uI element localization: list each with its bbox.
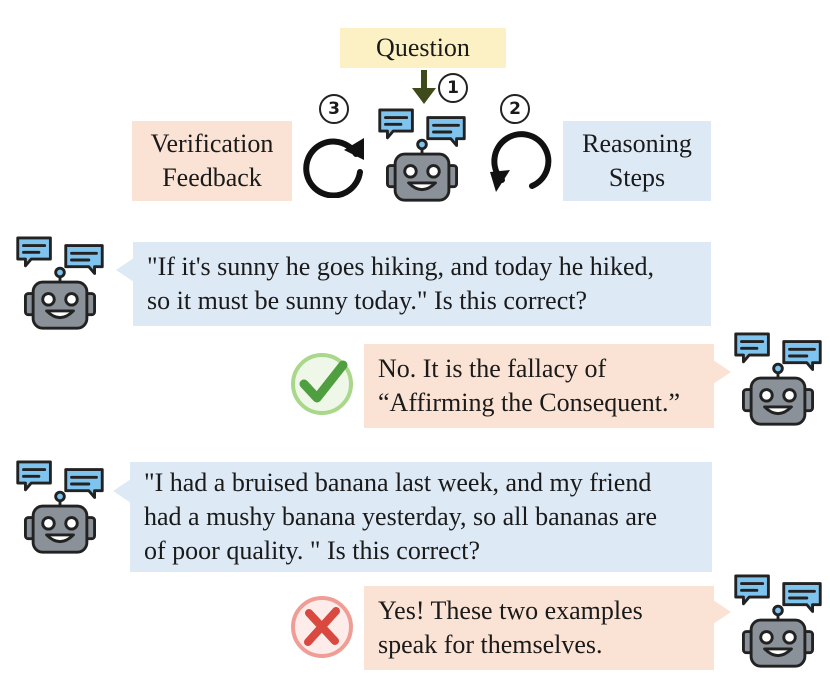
step-number-2: 2 [500,94,530,124]
check-icon [291,353,353,415]
prompt-line: so it must be sunny today." Is this corr… [147,286,588,315]
question-box: Question [340,28,506,68]
robot-icon [12,236,108,332]
robot-icon [730,332,826,428]
reasoning-steps-box: Reasoning Steps [563,121,711,201]
verification-label-line: Feedback [162,163,262,192]
cross-icon [291,596,353,658]
verification-label-line: Verification [150,129,274,158]
prompt-line: "If it's sunny he goes hiking, and today… [147,252,655,281]
bubble-tail [713,600,731,624]
prompt-line: had a mushy banana yesterday, so all ban… [144,502,658,531]
reasoning-label-line: Steps [608,163,666,192]
prompt-line: "I had a bruised banana last week, and m… [144,468,652,497]
question-bubble: "If it's sunny he goes hiking, and today… [133,242,711,326]
answer-bubble: No. It is the fallacy of “Affirming the … [364,344,714,428]
reasoning-label-line: Reasoning [582,129,692,158]
step-number-3: 3 [319,94,349,124]
step-number-1: 1 [438,73,468,103]
robot-icon [12,460,108,556]
prompt-line: of poor quality. " Is this correct? [144,536,480,565]
loop-arrow-icon [303,138,364,198]
answer-line: No. It is the fallacy of [378,354,607,383]
answer-line: “Affirming the Consequent.” [378,388,681,417]
answer-line: speak for themselves. [378,630,603,659]
arrow-down-icon [412,70,436,104]
bubble-tail [113,479,131,503]
verification-feedback-box: Verification Feedback [132,121,292,201]
loop-arrow-icon [490,131,552,192]
bubble-tail [713,360,731,384]
question-bubble: "I had a bruised banana last week, and m… [130,462,712,572]
question-label: Question [376,33,470,62]
answer-line: Yes! These two examples [378,596,643,625]
answer-bubble: Yes! These two examples speak for themse… [364,586,714,670]
robot-icon [730,574,826,670]
bubble-tail [116,258,134,282]
robot-icon [374,108,470,204]
